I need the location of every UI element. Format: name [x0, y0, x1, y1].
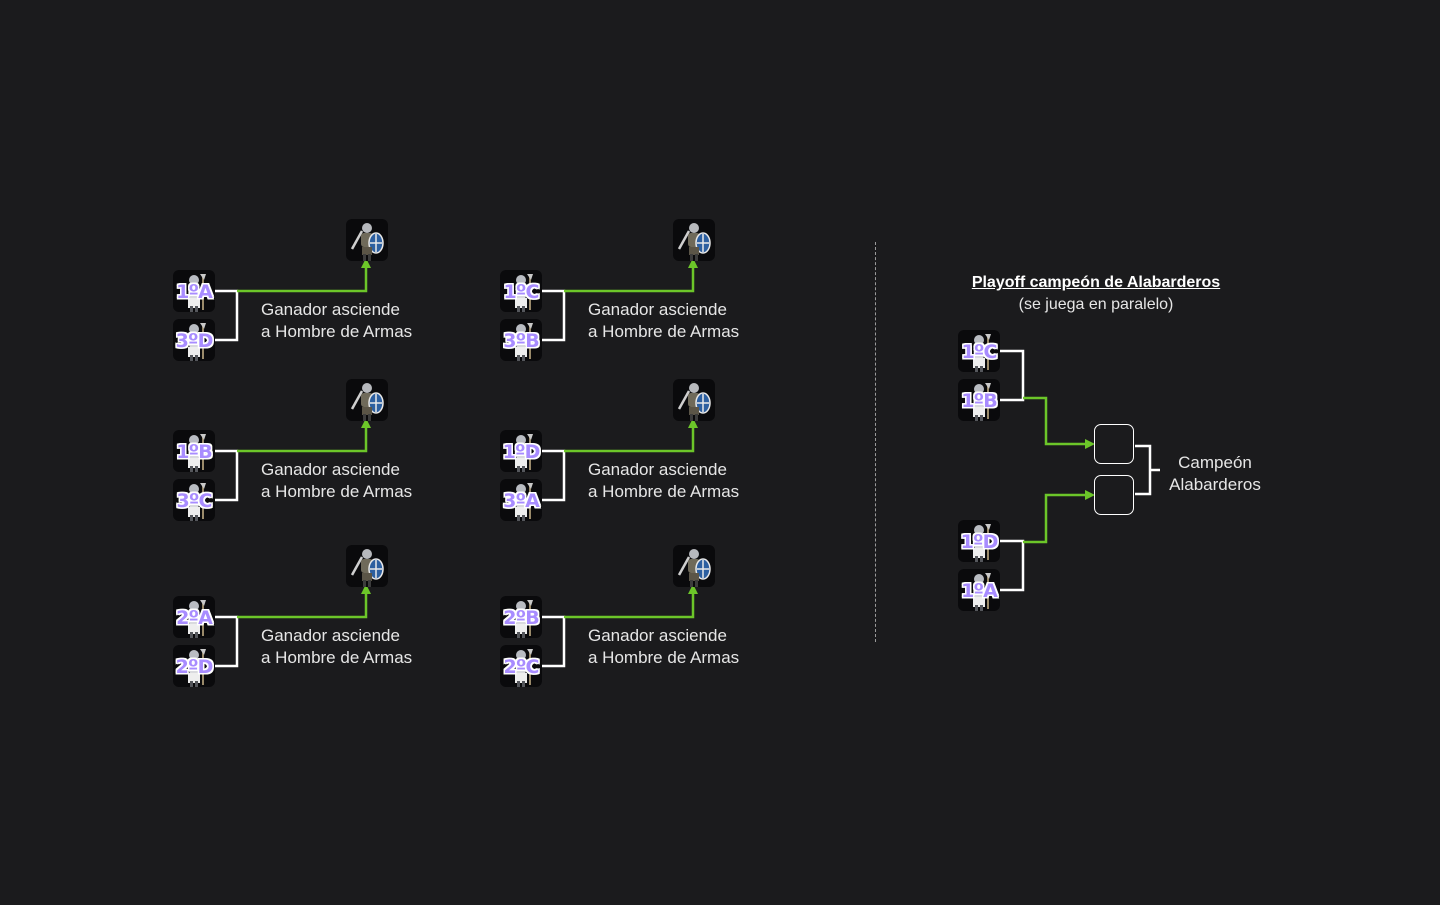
section-divider [875, 242, 876, 642]
playoff-advance-arrow-bottom [1023, 490, 1095, 544]
seed-label: 2ºC [503, 656, 540, 678]
match-bracket-line [542, 289, 566, 342]
seed-label: 3ºB [503, 330, 539, 352]
promotion-caption: Ganador asciende a Hombre de Armas [261, 299, 412, 343]
halberdier-unit-icon [958, 330, 1000, 372]
promotion-arrow [564, 418, 698, 453]
champion-label: Campeón Alabarderos [1160, 452, 1270, 496]
halberdier-unit-icon [173, 645, 215, 687]
promotion-caption: Ganador asciende a Hombre de Armas [588, 459, 739, 503]
playoff-bracket-line [1000, 349, 1025, 402]
match-bracket-line [215, 615, 239, 668]
halberdier-unit-icon [500, 430, 542, 472]
match-5-top-seed: 2ºA [173, 596, 215, 638]
match-4-bottom-seed: 3ºA [500, 479, 542, 521]
halberdier-unit-icon [173, 319, 215, 361]
promotion-arrow [564, 258, 698, 293]
seed-label: 1ºB [176, 441, 212, 463]
man-at-arms-unit-icon [346, 379, 388, 421]
halberdier-unit-icon [500, 479, 542, 521]
match-bracket-line [542, 449, 566, 502]
playoff-subtitle: (se juega en paralelo) [1018, 296, 1174, 313]
final-bracket-line [1135, 444, 1152, 496]
man-at-arms-unit-icon [346, 219, 388, 261]
seed-label: 1ºC [503, 281, 540, 303]
seed-label: 1ºC [961, 341, 998, 363]
playoff-bracket-line [1000, 539, 1025, 592]
seed-label: 1ºA [961, 580, 998, 602]
halberdier-unit-icon [500, 596, 542, 638]
match-1-top-seed: 1ºA [173, 270, 215, 312]
promotion-arrow [237, 418, 371, 453]
promotion-caption: Ganador asciende a Hombre de Armas [588, 299, 739, 343]
match-bracket-line [542, 615, 566, 668]
match-bracket-line [215, 289, 239, 342]
seed-label: 3ºD [175, 330, 214, 352]
match-bracket-line [215, 449, 239, 502]
halberdier-unit-icon [173, 270, 215, 312]
match-2-top-seed: 1ºC [500, 270, 542, 312]
seed-label: 2ºA [176, 607, 213, 629]
caption-line1: Ganador asciende [261, 460, 400, 479]
playoff-advance-arrow-top [1023, 396, 1095, 449]
halberdier-unit-icon [500, 645, 542, 687]
caption-line1: Ganador asciende [261, 300, 400, 319]
caption-line2: a Hombre de Armas [588, 482, 740, 501]
caption-line1: Ganador asciende [588, 460, 727, 479]
match-6-bottom-seed: 2ºC [500, 645, 542, 687]
halberdier-unit-icon [173, 430, 215, 472]
champion-label-line2: Alabarderos [1169, 475, 1261, 494]
match-5-bottom-seed: 2ºD [173, 645, 215, 687]
caption-line1: Ganador asciende [588, 626, 727, 645]
seed-label: 2ºB [503, 607, 539, 629]
man-at-arms-unit-icon [346, 545, 388, 587]
playoff-title: Playoff campeón de Alabarderos [971, 274, 1221, 291]
man-at-arms-unit-icon [673, 219, 715, 261]
halberdier-unit-icon [173, 596, 215, 638]
match-2-bottom-seed: 3ºB [500, 319, 542, 361]
playoff-semi-2-top-seed: 1ºD [958, 520, 1000, 562]
caption-line1: Ganador asciende [261, 626, 400, 645]
playoff-semi-2-bottom-seed: 1ºA [958, 569, 1000, 611]
promotion-arrow [237, 258, 371, 293]
promotion-caption: Ganador asciende a Hombre de Armas [261, 625, 412, 669]
champion-label-line1: Campeón [1178, 453, 1252, 472]
halberdier-unit-icon [958, 569, 1000, 611]
caption-line2: a Hombre de Armas [588, 648, 740, 667]
halberdier-unit-icon [173, 479, 215, 521]
caption-line1: Ganador asciende [588, 300, 727, 319]
promotion-caption: Ganador asciende a Hombre de Armas [588, 625, 739, 669]
seed-label: 1ºD [502, 441, 541, 463]
seed-label: 3ºA [503, 490, 540, 512]
man-at-arms-unit-icon [673, 379, 715, 421]
caption-line2: a Hombre de Armas [261, 648, 413, 667]
seed-label: 2ºD [175, 656, 214, 678]
halberdier-unit-icon [500, 319, 542, 361]
final-slot-bottom [1094, 475, 1134, 515]
playoff-semi-1-bottom-seed: 1ºB [958, 379, 1000, 421]
man-at-arms-unit-icon [673, 545, 715, 587]
halberdier-unit-icon [500, 270, 542, 312]
seed-label: 1ºB [961, 390, 997, 412]
caption-line2: a Hombre de Armas [261, 322, 413, 341]
promotion-arrow [564, 584, 698, 619]
halberdier-unit-icon [958, 379, 1000, 421]
match-3-top-seed: 1ºB [173, 430, 215, 472]
halberdier-unit-icon [958, 520, 1000, 562]
match-3-bottom-seed: 3ºC [173, 479, 215, 521]
promotion-caption: Ganador asciende a Hombre de Armas [261, 459, 412, 503]
promotion-arrow [237, 584, 371, 619]
seed-label: 3ºC [176, 490, 213, 512]
playoff-semi-1-top-seed: 1ºC [958, 330, 1000, 372]
match-1-bottom-seed: 3ºD [173, 319, 215, 361]
match-6-top-seed: 2ºB [500, 596, 542, 638]
seed-label: 1ºD [960, 531, 999, 553]
caption-line2: a Hombre de Armas [588, 322, 740, 341]
caption-line2: a Hombre de Armas [261, 482, 413, 501]
final-slot-top [1094, 424, 1134, 464]
match-4-top-seed: 1ºD [500, 430, 542, 472]
seed-label: 1ºA [176, 281, 213, 303]
